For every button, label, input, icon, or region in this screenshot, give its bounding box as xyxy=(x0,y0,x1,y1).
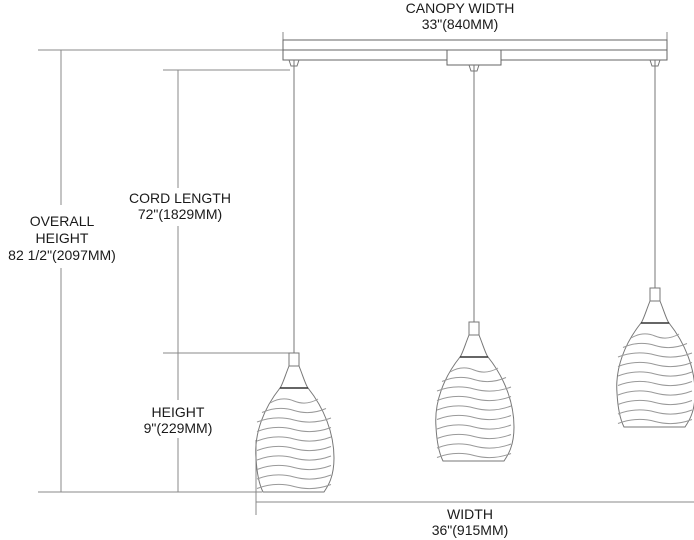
pendant-1 xyxy=(255,59,335,493)
overall-height-label: OVERALL HEIGHT 82 1/2"(2097MM) xyxy=(0,213,124,264)
swirl-line xyxy=(261,407,327,414)
swirl-line xyxy=(617,371,693,377)
socket xyxy=(468,321,480,336)
swirl-line xyxy=(436,395,512,402)
swirl-line xyxy=(256,483,332,490)
swirl-line xyxy=(269,398,319,404)
cord-length-label: CORD LENGTH 72"(1829MM) xyxy=(100,190,260,222)
swirl-line xyxy=(617,352,693,358)
cord-length-value: 72"(1829MM) xyxy=(137,206,223,222)
swirl-line xyxy=(436,386,512,392)
canopy-bar xyxy=(282,39,668,66)
swirl-line xyxy=(441,376,507,383)
overall-height-title-2: HEIGHT xyxy=(35,230,89,246)
swirl-line xyxy=(617,380,693,387)
canopy-width-dimension xyxy=(282,32,668,40)
glass-shade xyxy=(616,322,694,428)
swirl-line xyxy=(436,452,512,459)
swirl-line xyxy=(256,474,332,480)
overall-height-dimension xyxy=(38,49,283,493)
swirl-line xyxy=(436,443,512,449)
pendant-2 xyxy=(435,64,515,462)
canopy-width-title: CANOPY WIDTH xyxy=(405,0,515,16)
pendant-3 xyxy=(616,59,694,428)
overall-height-title-1: OVERALL xyxy=(29,213,95,229)
cord-grip xyxy=(468,64,480,72)
swirl-line xyxy=(617,399,693,406)
swirl-line xyxy=(256,436,332,442)
glass-shade xyxy=(255,387,335,493)
swirl-line xyxy=(256,445,332,452)
overall-height-value: 82 1/2"(2097MM) xyxy=(8,247,116,263)
cord-grip xyxy=(288,59,300,67)
cap xyxy=(639,300,671,324)
cap xyxy=(278,365,310,389)
swirl-line xyxy=(630,333,680,339)
cord-length-title: CORD LENGTH xyxy=(129,190,231,206)
swirl-line xyxy=(256,426,332,433)
canopy-width-label: CANOPY WIDTH 33"(840MM) xyxy=(360,0,560,32)
width-title: WIDTH xyxy=(447,506,493,522)
swirl-line xyxy=(256,464,332,471)
swirl-line xyxy=(617,418,693,425)
swirl-line xyxy=(256,417,332,423)
swirl-line xyxy=(617,361,693,368)
height-title: HEIGHT xyxy=(151,404,205,420)
cap xyxy=(458,334,490,358)
swirl-line xyxy=(436,424,512,430)
swirl-line xyxy=(436,414,512,421)
swirl-line xyxy=(617,409,693,415)
swirl-line xyxy=(622,342,688,349)
swirl-line xyxy=(436,433,512,440)
height-value: 9"(229MM) xyxy=(143,420,213,436)
socket xyxy=(288,352,300,367)
cord-length-dimension xyxy=(163,69,290,354)
swirl-line xyxy=(617,390,693,396)
width-label: WIDTH 36"(915MM) xyxy=(400,506,540,538)
width-value: 36"(915MM) xyxy=(431,522,509,538)
socket xyxy=(649,287,661,302)
cord-grip xyxy=(649,59,661,67)
swirl-line xyxy=(449,367,499,373)
swirl-line xyxy=(256,455,332,461)
canopy-width-value: 33"(840MM) xyxy=(421,16,499,32)
swirl-line xyxy=(436,405,512,411)
glass-shade xyxy=(435,356,515,462)
height-label: HEIGHT 9"(229MM) xyxy=(118,404,238,436)
